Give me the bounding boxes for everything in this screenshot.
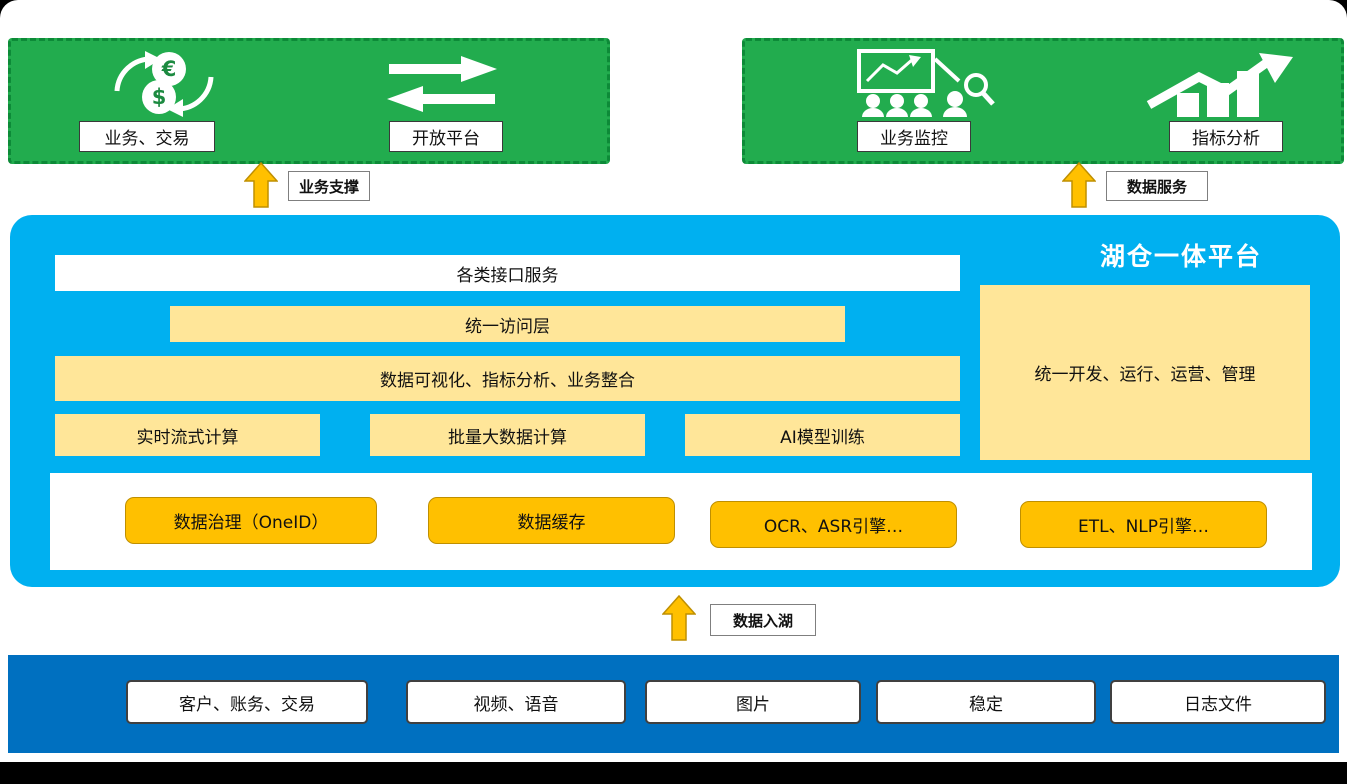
etl-nlp-engine-chip: ETL、NLP引擎… — [1020, 501, 1267, 548]
ai-training-text: AI模型训练 — [780, 427, 865, 448]
business-apps-panel: € $ 业务、交易 开放平台 — [8, 38, 610, 164]
business-support-arrow-icon — [243, 161, 279, 208]
data-governance-text: 数据治理（OneID） — [173, 513, 329, 533]
business-trade-label: 业务、交易 — [79, 121, 215, 152]
svg-text:$: $ — [152, 85, 167, 109]
source-customer-box: 客户、账务、交易 — [126, 680, 368, 724]
indicator-analysis-label: 指标分析 — [1169, 121, 1283, 152]
monitoring-presentation-icon — [843, 47, 1023, 123]
lakehouse-platform-panel: 湖仓一体平台 各类接口服务 统一访问层 数据可视化、指标分析、业务整合 实时流式… — [10, 215, 1340, 587]
currency-coins-icon: € $ — [99, 47, 229, 123]
business-trade-text: 业务、交易 — [104, 129, 190, 149]
open-platform-label: 开放平台 — [389, 121, 503, 152]
visualization-text: 数据可视化、指标分析、业务整合 — [380, 371, 635, 391]
interface-services-bar: 各类接口服务 — [55, 255, 960, 291]
batch-compute-text: 批量大数据计算 — [448, 427, 567, 448]
etl-nlp-engine-text: ETL、NLP引擎… — [1077, 517, 1210, 537]
interface-services-text: 各类接口服务 — [456, 265, 559, 286]
source-customer-text: 客户、账务、交易 — [179, 694, 315, 715]
business-support-text: 业务支撑 — [298, 177, 359, 196]
engine-strip: 数据治理（OneID） 数据缓存 OCR、ASR引擎… ETL、NLP引擎… — [50, 473, 1312, 570]
source-logfile-box: 日志文件 — [1110, 680, 1326, 724]
growth-chart-icon — [1141, 53, 1297, 121]
business-support-label: 业务支撑 — [288, 171, 370, 201]
data-cache-chip: 数据缓存 — [428, 497, 675, 544]
ocr-asr-engine-chip: OCR、ASR引擎… — [710, 501, 957, 548]
unified-access-bar: 统一访问层 — [170, 306, 845, 342]
stream-compute-box: 实时流式计算 — [55, 414, 320, 456]
data-ingest-text: 数据入湖 — [732, 611, 793, 630]
source-video-box: 视频、语音 — [406, 680, 626, 724]
data-service-text: 数据服务 — [1126, 177, 1187, 196]
business-monitoring-text: 业务监控 — [880, 129, 948, 149]
monitoring-panel: 业务监控 指标分析 — [742, 38, 1344, 164]
management-box: 统一开发、运行、运营、管理 — [980, 285, 1310, 460]
platform-title: 湖仓一体平台 — [1099, 242, 1262, 271]
svg-text:€: € — [161, 57, 177, 81]
ocr-asr-engine-text: OCR、ASR引擎… — [763, 517, 904, 537]
exchange-arrows-icon — [379, 55, 505, 121]
source-stable-text: 稳定 — [969, 694, 1003, 715]
data-governance-chip: 数据治理（OneID） — [125, 497, 377, 544]
data-service-label: 数据服务 — [1106, 171, 1208, 201]
business-monitoring-label: 业务监控 — [857, 121, 971, 152]
indicator-analysis-text: 指标分析 — [1192, 129, 1260, 149]
batch-compute-box: 批量大数据计算 — [370, 414, 645, 456]
unified-access-text: 统一访问层 — [465, 316, 550, 337]
stream-compute-text: 实时流式计算 — [136, 427, 239, 448]
source-video-text: 视频、语音 — [473, 694, 559, 715]
visualization-bar: 数据可视化、指标分析、业务整合 — [55, 356, 960, 401]
management-text: 统一开发、运行、运营、管理 — [1034, 365, 1256, 385]
source-image-text: 图片 — [736, 694, 770, 715]
source-image-box: 图片 — [645, 680, 861, 724]
data-ingest-arrow-icon — [661, 594, 697, 641]
diagram-canvas: € $ 业务、交易 开放平台 — [0, 0, 1347, 762]
data-cache-text: 数据缓存 — [517, 513, 586, 533]
data-service-arrow-icon — [1061, 161, 1097, 208]
source-stable-box: 稳定 — [876, 680, 1096, 724]
open-platform-text: 开放平台 — [412, 129, 480, 149]
data-ingest-label: 数据入湖 — [710, 604, 816, 636]
ai-training-box: AI模型训练 — [685, 414, 960, 456]
data-sources-panel: 客户、账务、交易 视频、语音 图片 稳定 日志文件 — [8, 655, 1339, 753]
source-logfile-text: 日志文件 — [1184, 694, 1252, 715]
